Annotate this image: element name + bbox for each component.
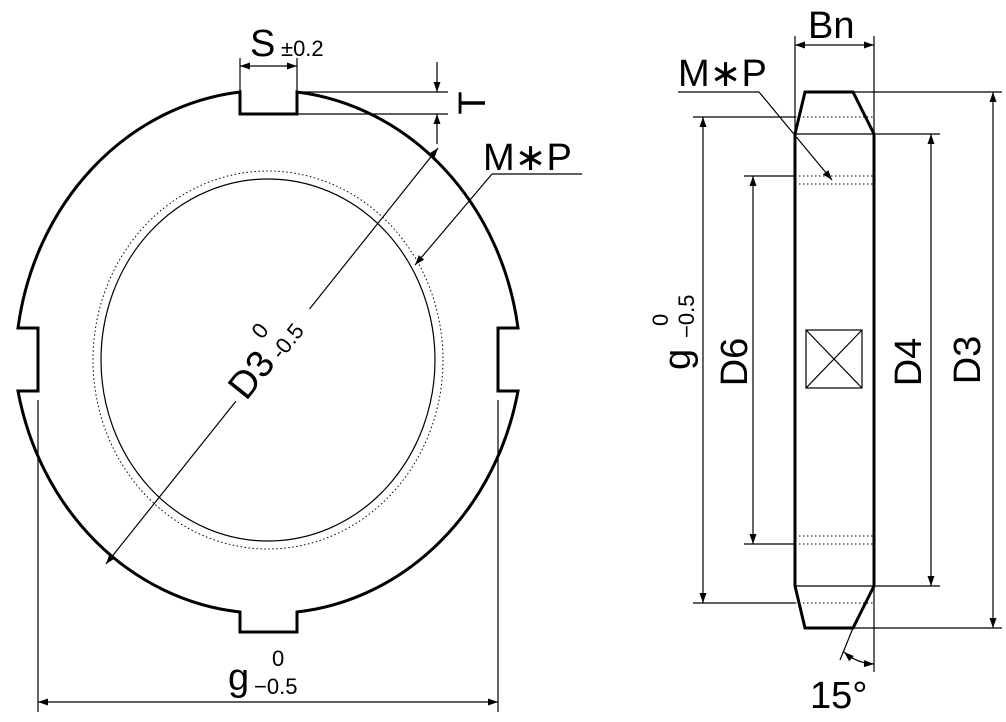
front-view: S ±0.2 T M∗P D3 0 -0.5 g 0 −0.5 bbox=[16, 23, 582, 712]
d4-label: D4 bbox=[888, 338, 930, 387]
bn-label: Bn bbox=[808, 5, 854, 47]
d3-front-label-group: D3 0 -0.5 bbox=[204, 284, 323, 412]
angle-arc bbox=[843, 651, 875, 668]
g-bottom-upper-tol: 0 bbox=[272, 646, 284, 671]
d3-side-label: D3 bbox=[947, 336, 989, 385]
nut-outer-contour bbox=[16, 90, 520, 634]
side-view: Bn M∗P g 0 −0.5 D6 D4 D3 15° bbox=[648, 5, 1002, 717]
s-label: S bbox=[250, 23, 275, 65]
g-side-lower-tol: −0.5 bbox=[674, 295, 699, 338]
t-label: T bbox=[452, 91, 494, 114]
g-side-label: g bbox=[657, 349, 699, 370]
s-tolerance: ±0.2 bbox=[281, 36, 324, 61]
thread-major-circle bbox=[92, 170, 444, 550]
angle-label: 15° bbox=[810, 675, 867, 717]
d6-label: D6 bbox=[714, 338, 756, 387]
slot-section-cross-b bbox=[805, 329, 863, 389]
g-side-label-group: g 0 −0.5 bbox=[648, 295, 699, 370]
g-side-upper-tol: 0 bbox=[648, 314, 673, 326]
thread-leader-side-line bbox=[758, 91, 833, 181]
d3-label-backdrop bbox=[204, 284, 323, 412]
g-bottom-lower-tol: −0.5 bbox=[254, 674, 297, 699]
thread-label-front: M∗P bbox=[483, 137, 572, 179]
slot-section-box bbox=[805, 329, 863, 389]
thread-label-side: M∗P bbox=[678, 53, 767, 95]
angle-chamfer-extension bbox=[839, 627, 854, 661]
g-bottom-label: g bbox=[228, 657, 249, 699]
